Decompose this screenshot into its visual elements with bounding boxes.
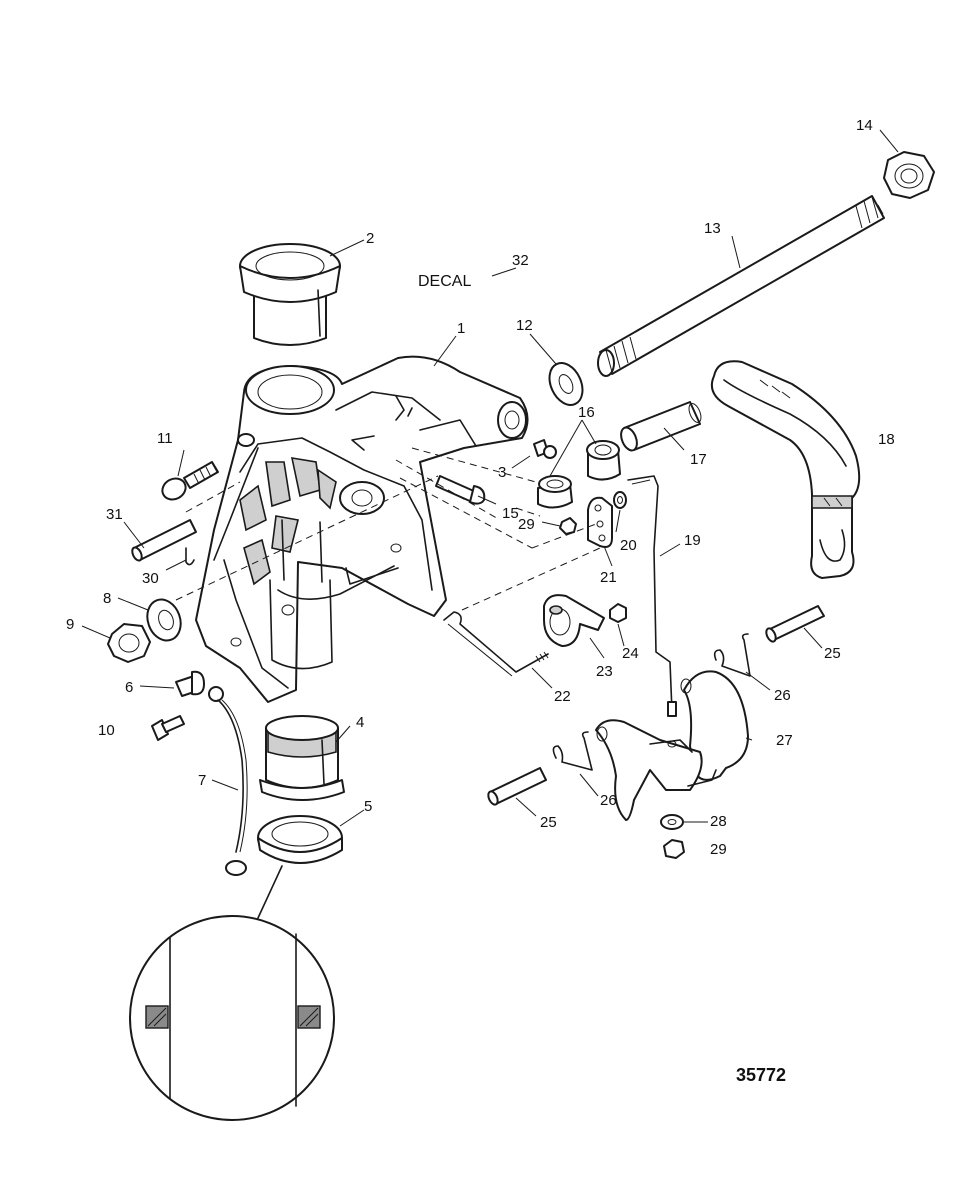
part-20-washer (613, 491, 627, 509)
part-2-upper-bushing (239, 243, 341, 346)
callout-29-lower: 29 (710, 841, 727, 858)
part-30-cotter (185, 547, 195, 566)
callout-20: 20 (620, 537, 637, 554)
callout-29-upper: 29 (518, 516, 535, 533)
callout-23: 23 (596, 663, 613, 680)
callout-27: 27 (776, 732, 793, 749)
part-24-nut (609, 603, 627, 623)
callout-19: 19 (684, 532, 701, 549)
detail-pointer-line (257, 865, 283, 919)
part-25-pin-upper (765, 605, 825, 643)
callout-21: 21 (600, 569, 617, 586)
callout-15: 15 (502, 505, 519, 522)
callout-17: 17 (690, 451, 707, 468)
callout-32: 32 (512, 252, 529, 269)
part-21-link-plate (587, 496, 613, 548)
callout-16: 16 (578, 404, 595, 421)
callout-8: 8 (103, 590, 111, 607)
callout-6: 6 (125, 679, 133, 696)
part-8-washer (146, 598, 182, 642)
part-23-cam (543, 594, 605, 647)
callout-30: 30 (142, 570, 159, 587)
callout-22: 22 (554, 688, 571, 705)
part-16-bushing-upper (586, 440, 621, 481)
part-19-link-rod (627, 475, 677, 717)
callout-26-upper: 26 (774, 687, 791, 704)
callout-14: 14 (856, 117, 873, 134)
part-16-bushing-lower (537, 475, 573, 509)
decal-label: DECAL (418, 273, 471, 290)
callout-7: 7 (198, 772, 206, 789)
callout-10: 10 (98, 722, 115, 739)
part-26-spring-upper (713, 633, 751, 677)
callout-26-lower: 26 (600, 792, 617, 809)
part-17-pin (620, 401, 702, 452)
part-22-wire-link (443, 611, 549, 677)
part-18-handle (710, 360, 861, 579)
part-12-washer (548, 362, 584, 406)
part-1-swivel-bracket (195, 355, 529, 703)
callout-12: 12 (516, 317, 533, 334)
part-4-lower-bushing (259, 715, 345, 801)
callout-11: 11 (157, 430, 173, 447)
callout-4: 4 (356, 714, 364, 731)
part-28-washer (660, 814, 684, 830)
part-14-nut (883, 151, 935, 199)
callout-1: 1 (457, 320, 465, 337)
callout-2: 2 (366, 230, 374, 247)
part-5-seal (257, 815, 343, 864)
callout-31: 31 (106, 506, 123, 523)
part-13-rod (597, 195, 885, 377)
figure-number: 35772 (736, 1065, 786, 1085)
part-25-pin-lower (487, 767, 547, 806)
part-3-grease-fitting (533, 439, 557, 459)
callout-3: 3 (498, 464, 506, 481)
callout-28: 28 (710, 813, 727, 830)
leader-lines (81, 129, 899, 827)
callout-13: 13 (704, 220, 721, 237)
part-7-ground-strap (208, 686, 248, 876)
callout-24: 24 (622, 645, 639, 662)
callout-18: 18 (878, 431, 895, 448)
seal-detail-view (129, 915, 335, 1121)
part-9-nut (107, 623, 151, 663)
part-31-pin (131, 519, 197, 562)
part-11-screw (161, 461, 219, 501)
callout-25-upper: 25 (824, 645, 841, 662)
assembly-dashed-lines (175, 447, 601, 611)
part-29-nut-lower (663, 839, 685, 859)
part-27-trailer-lever (595, 670, 749, 821)
part-10-screw (151, 715, 185, 741)
part-15-bolt (435, 475, 486, 505)
part-26-spring-lower (552, 731, 593, 771)
callout-25-lower: 25 (540, 814, 557, 831)
callout-5: 5 (364, 798, 372, 815)
part-6-fitting (175, 670, 205, 697)
callout-9: 9 (66, 616, 74, 633)
part-29-nut-upper (559, 517, 577, 535)
